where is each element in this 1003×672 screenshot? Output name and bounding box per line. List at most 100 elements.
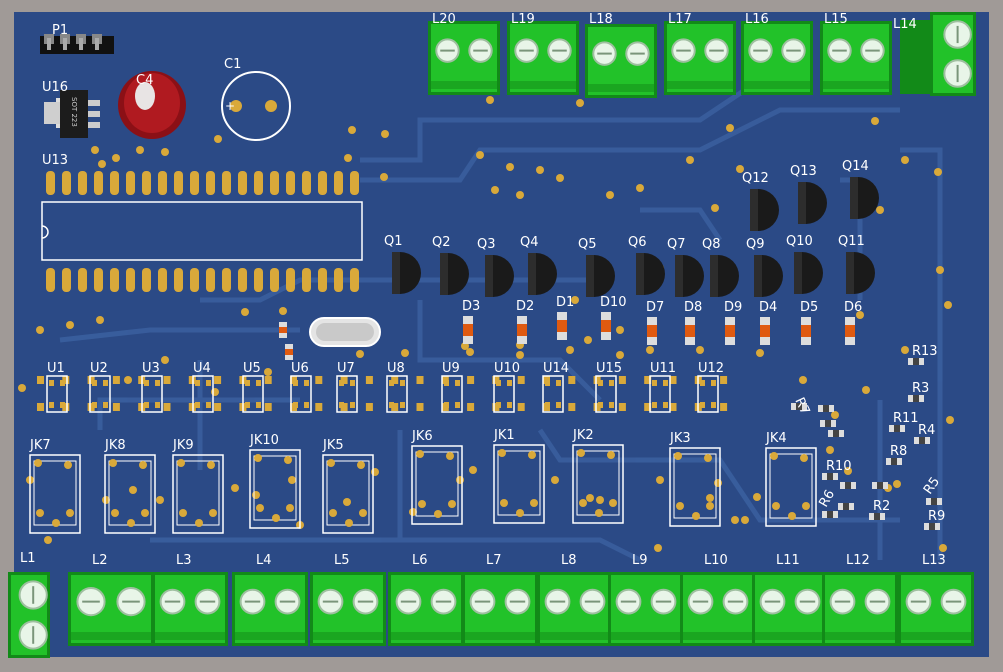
resistor-label: R8 — [890, 444, 907, 459]
diode-d2[interactable] — [517, 316, 527, 344]
crystal-oscillator[interactable] — [309, 317, 381, 347]
chip-u9[interactable] — [441, 375, 463, 413]
terminal-l2[interactable] — [68, 572, 154, 646]
chip-u12[interactable] — [697, 375, 719, 413]
chip-u8[interactable] — [386, 375, 408, 413]
resistor-r7[interactable] — [791, 403, 807, 410]
terminal-label: L2 — [92, 553, 108, 568]
diode-d9[interactable] — [725, 317, 735, 345]
chip-u3[interactable] — [141, 375, 163, 413]
terminal-l6[interactable] — [388, 572, 464, 646]
terminal-l8[interactable] — [537, 572, 613, 646]
diode-d7[interactable] — [647, 317, 657, 345]
transistor-q2[interactable] — [440, 253, 469, 295]
terminal-l18[interactable] — [585, 24, 657, 98]
diode-d10[interactable] — [601, 312, 611, 340]
chip-u15[interactable] — [595, 375, 617, 413]
transistor-q9[interactable] — [754, 255, 783, 297]
header-label: P1 — [52, 23, 68, 38]
diode-d6[interactable] — [845, 317, 855, 345]
terminal-l1[interactable] — [8, 572, 50, 658]
transistor-q12[interactable] — [750, 189, 779, 231]
audio-jack-label: JK8 — [104, 438, 126, 453]
audio-jack-jk10[interactable] — [249, 449, 301, 529]
transistor-q11[interactable] — [846, 252, 875, 294]
microcontroller-u13[interactable]: U13 — [41, 153, 363, 292]
audio-jack-jk1[interactable] — [493, 444, 545, 524]
chip-u11[interactable] — [649, 375, 671, 413]
transistor-q10[interactable] — [794, 252, 823, 294]
transistor-q3[interactable] — [485, 255, 514, 297]
capacitor-c1[interactable]: + C1 — [221, 57, 291, 141]
transistor-q6[interactable] — [636, 253, 665, 295]
terminal-l16[interactable] — [741, 21, 813, 95]
terminal-l3[interactable] — [152, 572, 228, 646]
chip-u4[interactable] — [192, 375, 214, 413]
audio-jack-jk3[interactable] — [669, 447, 721, 527]
chip-u10[interactable] — [493, 375, 515, 413]
resistor-label: R2 — [873, 499, 890, 514]
chip-u6[interactable] — [290, 375, 312, 413]
transistor-label: Q1 — [384, 234, 403, 249]
terminal-label: L17 — [668, 12, 692, 27]
diode-d5[interactable] — [801, 317, 811, 345]
transistor-q1[interactable] — [392, 252, 421, 294]
diode-label: D1 — [556, 295, 574, 310]
header-p1[interactable]: P1 — [40, 23, 114, 54]
resistor-r4[interactable] — [914, 437, 930, 444]
chip-u7[interactable] — [336, 375, 358, 413]
audio-jack-jk7[interactable] — [29, 454, 81, 534]
resistor-r6[interactable] — [822, 511, 838, 518]
diode-d4[interactable] — [760, 317, 770, 345]
resistor-r5[interactable] — [926, 498, 942, 505]
transistor-q14[interactable] — [850, 177, 879, 219]
terminal-l14[interactable] — [930, 12, 976, 96]
diode-d3[interactable] — [463, 316, 473, 344]
audio-jack-jk9[interactable] — [172, 454, 224, 534]
chip-u1[interactable] — [46, 375, 68, 413]
resistor-r2[interactable] — [869, 513, 885, 520]
resistor-r8[interactable] — [886, 458, 902, 465]
terminal-l11[interactable] — [752, 572, 828, 646]
terminal-l15[interactable] — [820, 21, 892, 95]
chip-u5[interactable] — [242, 375, 264, 413]
transistor-q8[interactable] — [710, 255, 739, 297]
audio-jack-jk4[interactable] — [765, 447, 817, 527]
terminal-l5[interactable] — [310, 572, 386, 646]
diode-d1[interactable] — [557, 312, 567, 340]
terminal-l4[interactable] — [232, 572, 308, 646]
transistor-q5[interactable] — [586, 255, 615, 297]
terminal-l10[interactable] — [680, 572, 756, 646]
resistor-r10[interactable] — [822, 473, 838, 480]
terminal-l20[interactable] — [428, 21, 500, 95]
capacitor-c4[interactable]: C4 — [118, 71, 186, 139]
resistor-label: R13 — [912, 344, 938, 359]
terminal-l17[interactable] — [664, 21, 736, 95]
capacitor-c1-label: C1 — [224, 57, 241, 72]
resistor-r9[interactable] — [924, 523, 940, 530]
terminal-l9[interactable] — [608, 572, 684, 646]
transistor-q13[interactable] — [798, 182, 827, 224]
resistor-r11[interactable] — [889, 425, 905, 432]
chip-label: U10 — [494, 361, 520, 376]
transistor-q4[interactable] — [528, 253, 557, 295]
transistor-q7[interactable] — [675, 255, 704, 297]
audio-jack-label: JK3 — [669, 431, 691, 446]
audio-jack-jk2[interactable] — [572, 444, 624, 524]
resistor-r13[interactable] — [908, 358, 924, 365]
terminal-l7[interactable] — [462, 572, 538, 646]
terminal-l19[interactable] — [507, 21, 579, 95]
audio-jack-jk8[interactable] — [104, 454, 156, 534]
audio-jack-jk5[interactable] — [322, 454, 374, 534]
audio-jack-jk6[interactable] — [411, 445, 463, 525]
transistor-label: Q14 — [842, 159, 869, 174]
diode-d8[interactable] — [685, 317, 695, 345]
chip-u2[interactable] — [89, 375, 111, 413]
transistor-label: Q7 — [667, 237, 686, 252]
resistor-r3[interactable] — [908, 395, 924, 402]
chip-u14[interactable] — [542, 375, 564, 413]
voltage-regulator[interactable]: SOT 223 U16 — [42, 80, 100, 138]
terminal-l13[interactable] — [898, 572, 974, 646]
resistor-label: R3 — [912, 381, 929, 396]
terminal-l12[interactable] — [822, 572, 898, 646]
